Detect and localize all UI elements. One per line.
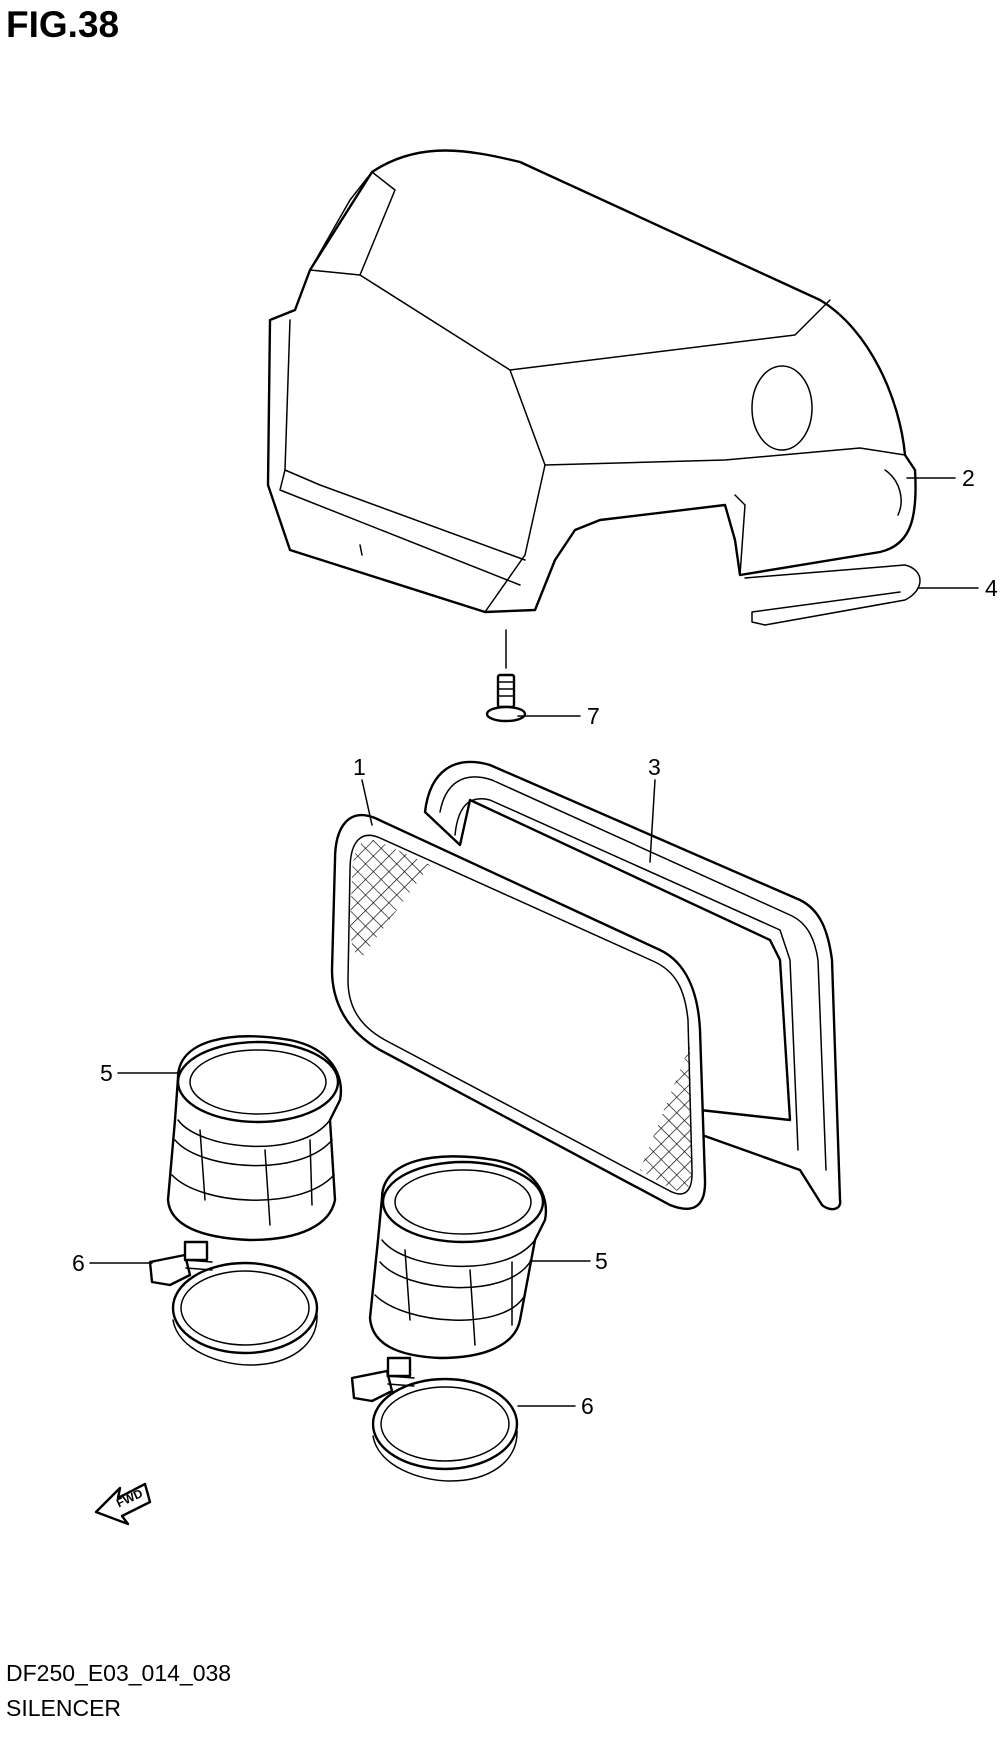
- callout-4: 4: [985, 575, 998, 601]
- diagram-name: SILENCER: [6, 1695, 122, 1721]
- silencer-cover: [266, 149, 917, 614]
- bolt: [485, 629, 527, 723]
- callout-5-left: 5: [100, 1060, 113, 1086]
- leader-lines: [89, 477, 979, 1407]
- inlet-duct-left: [166, 1035, 343, 1242]
- callout-2: 2: [962, 465, 975, 491]
- callout-7: 7: [587, 703, 600, 729]
- callout-6-left: 6: [72, 1250, 85, 1276]
- hose-clamp-left: [148, 1240, 319, 1366]
- filter-element: [330, 813, 707, 1210]
- hose-clamp-right: [350, 1356, 519, 1482]
- callout-5-right: 5: [595, 1248, 608, 1274]
- callout-3: 3: [648, 754, 661, 780]
- frame: [423, 760, 842, 1211]
- inlet-duct-right: [368, 1155, 548, 1360]
- callout-6-right: 6: [581, 1393, 594, 1419]
- seal: [744, 564, 921, 626]
- diagram-code: DF250_E03_014_038: [6, 1660, 232, 1686]
- forward-arrow-icon: FWD: [94, 1482, 152, 1526]
- figure-title: FIG.38: [6, 4, 120, 45]
- callout-1: 1: [353, 754, 366, 780]
